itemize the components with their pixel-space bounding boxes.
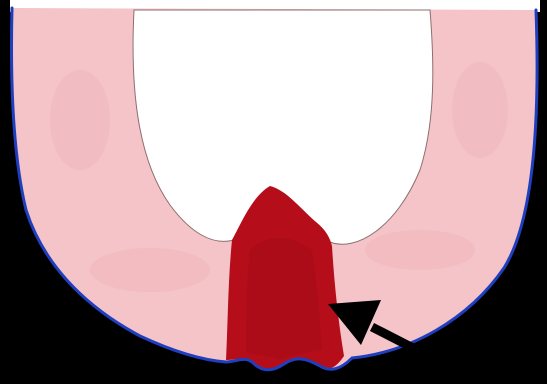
lesion-shade <box>246 238 322 360</box>
